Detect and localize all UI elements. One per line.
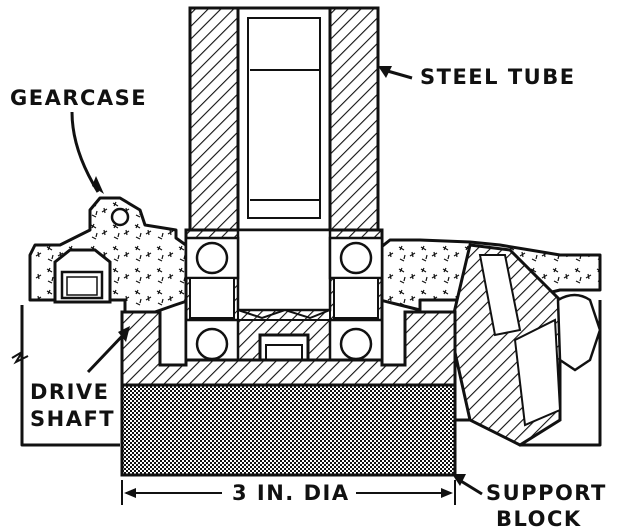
label-drive-shaft-line2: SHAFT xyxy=(30,407,115,431)
label-support-block-line1: SUPPORT xyxy=(486,481,607,505)
label-gearcase: GEARCASE xyxy=(10,86,147,110)
leader-support-block xyxy=(452,474,483,496)
label-dimension: 3 IN. DIA xyxy=(232,481,350,505)
steel-tube xyxy=(188,6,380,232)
label-support-block-line2: BLOCK xyxy=(496,507,582,527)
support-block xyxy=(120,383,457,477)
gearcase-bolt-hole xyxy=(110,207,130,227)
leader-drive-shaft xyxy=(86,326,130,374)
left-bushing xyxy=(53,248,112,304)
ball-bearings xyxy=(184,236,384,362)
leader-steel-tube xyxy=(378,66,413,80)
label-drive-shaft-line1: DRIVE xyxy=(30,380,110,404)
leader-gearcase xyxy=(70,111,104,194)
dimension-line xyxy=(121,480,456,505)
break-line xyxy=(11,351,29,365)
label-steel-tube: STEEL TUBE xyxy=(420,65,576,89)
right-gear-section xyxy=(448,243,602,447)
